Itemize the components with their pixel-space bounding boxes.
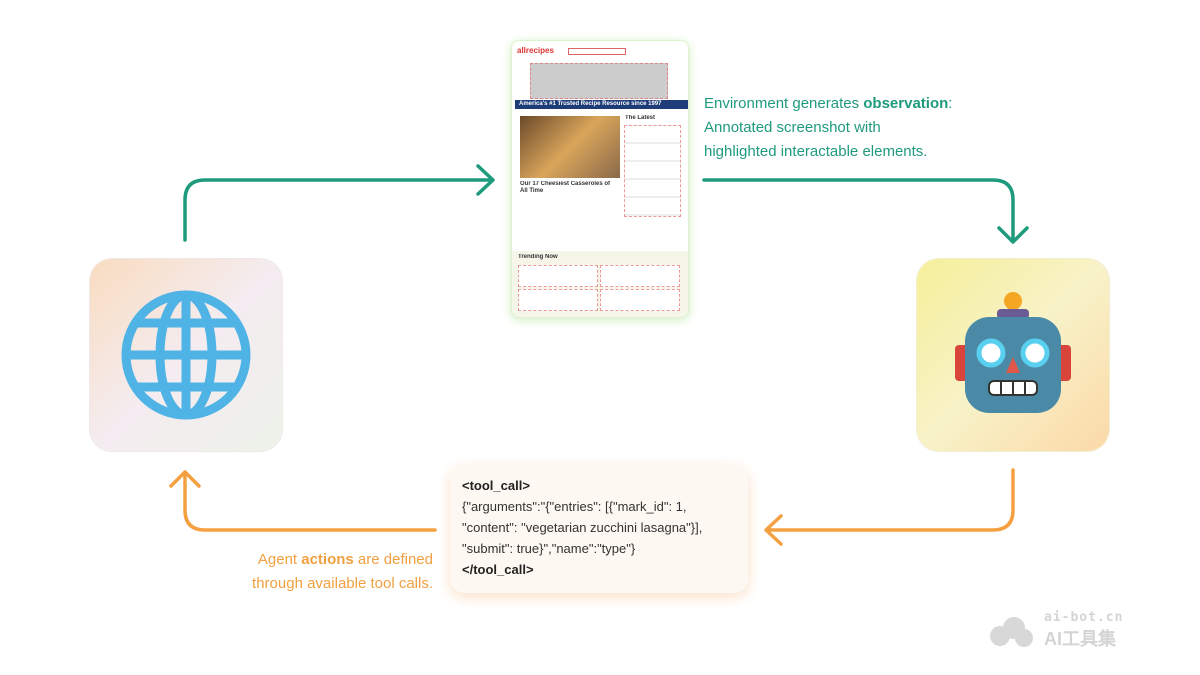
screenshot-search bbox=[568, 48, 626, 55]
watermark: ai-bot.cn AI工具集 bbox=[986, 610, 1186, 654]
screenshot-trending: Trending Now bbox=[518, 254, 558, 260]
screenshot-latest-list bbox=[624, 125, 681, 217]
screenshot-trending-item bbox=[600, 289, 680, 311]
screenshot-hero-image bbox=[520, 116, 620, 178]
environment-card bbox=[90, 259, 282, 451]
arrow-env-to-observation bbox=[183, 164, 495, 242]
watermark-logo-icon bbox=[990, 617, 1033, 647]
screenshot-trending-item bbox=[518, 289, 598, 311]
robot-icon bbox=[955, 292, 1071, 413]
screenshot-logo: allrecipes bbox=[517, 46, 554, 55]
action-caption: Agent actions are defined through availa… bbox=[252, 551, 433, 592]
watermark-line1: ai-bot.cn bbox=[1044, 610, 1124, 625]
arrow-action-to-env bbox=[169, 470, 437, 532]
screenshot-ad bbox=[530, 63, 668, 99]
screenshot-banner: America's #1 Trusted Recipe Resource sin… bbox=[515, 100, 688, 109]
agent-card bbox=[917, 259, 1109, 451]
globe-icon bbox=[121, 290, 251, 420]
screenshot-hero-title: Our 17 Cheesiest Casseroles of All Time bbox=[520, 181, 611, 194]
screenshot-trending-section: Trending Now bbox=[512, 251, 688, 317]
screenshot-latest: The Latest bbox=[625, 115, 656, 121]
arrow-agent-to-action bbox=[764, 468, 1015, 546]
arrow-observation-to-agent bbox=[702, 178, 1029, 244]
watermark-line2: AI工具集 bbox=[1044, 629, 1116, 649]
annotated-screenshot: allrecipes America's #1 Trusted Recipe R… bbox=[511, 40, 689, 318]
screenshot-trending-item bbox=[600, 265, 680, 287]
screenshot-trending-item bbox=[518, 265, 598, 287]
tool-call-box: <tool_call> {"arguments":"{"entries": [{… bbox=[450, 465, 748, 593]
observation-caption: Environment generates observation: Annot… bbox=[704, 95, 953, 160]
